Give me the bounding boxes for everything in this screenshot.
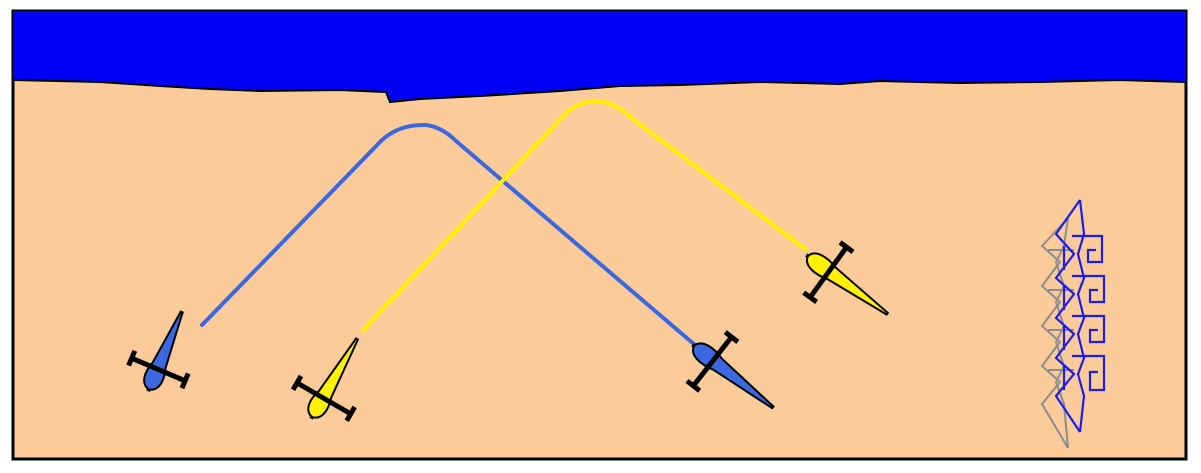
water-body bbox=[13, 11, 1186, 102]
yellow-glider-right bbox=[802, 240, 890, 316]
shoreline bbox=[12, 78, 1187, 104]
blue-path bbox=[200, 122, 697, 347]
blue-glider-right bbox=[685, 330, 775, 410]
blue-glider-left bbox=[126, 310, 191, 392]
zigzag-marker-icon bbox=[1040, 199, 1106, 449]
yellow-glider-left bbox=[290, 337, 360, 423]
yellow-path bbox=[361, 99, 807, 332]
